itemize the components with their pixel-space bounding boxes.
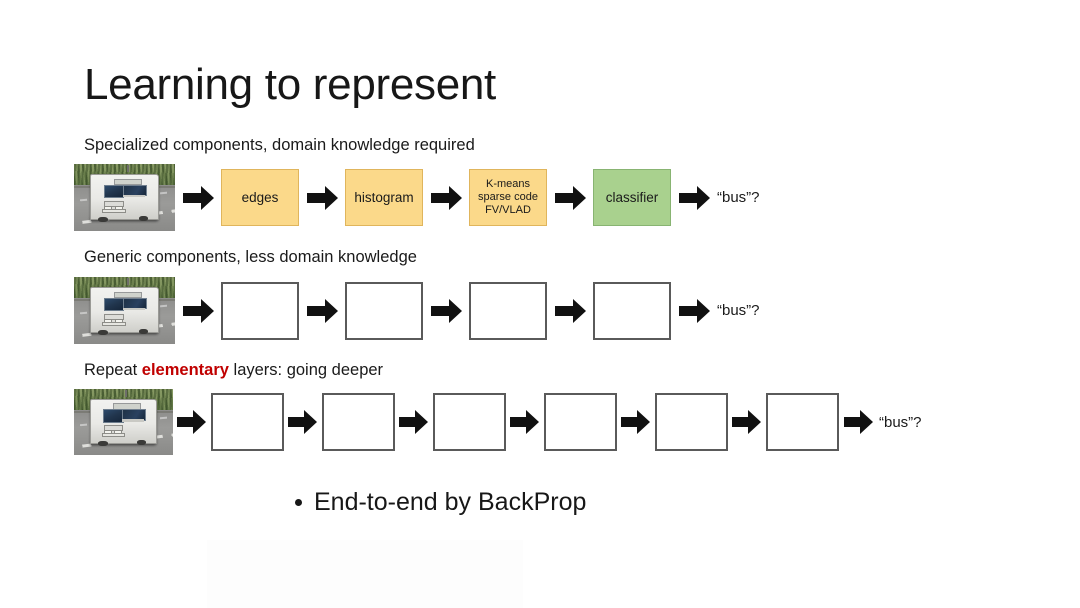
stage-label-line1: K-means [485,178,531,191]
bus-image [74,277,175,344]
arrow-right-icon [183,185,214,210]
bus-image [74,164,175,231]
stage-label: classifier [605,189,659,205]
stage-box-generic-3[interactable] [469,281,547,340]
arrow-right-icon [679,298,710,323]
arrow-right-icon [177,410,206,434]
arrow-right-icon [307,298,338,323]
row-caption-specialized: Specialized components, domain knowledge… [84,136,475,154]
stage-box-edges[interactable]: edges [221,169,299,226]
arrow-right-icon [621,410,650,434]
stage-box-generic-4[interactable] [593,281,671,340]
arrow-right-icon [510,410,539,434]
arrow-right-icon [431,185,462,210]
pipeline-row-deep: “bus”? [74,389,922,455]
stage-box-layer-2[interactable] [322,393,395,451]
output-label-bus: “bus”? [717,302,760,319]
arrow-right-icon [288,410,317,434]
output-label-bus: “bus”? [717,189,760,206]
stage-label-line2: sparse code [478,191,538,204]
bullet-text: End-to-end by BackProp [314,488,587,516]
arrow-right-icon [844,410,873,434]
arrow-right-icon [555,298,586,323]
bullet-dot-icon [295,499,302,506]
arrow-right-icon [183,298,214,323]
arrow-right-icon [679,185,710,210]
caption-before: Repeat [84,361,142,379]
stage-box-layer-3[interactable] [433,393,506,451]
bullet-end-to-end: End-to-end by BackProp [295,488,586,517]
stage-box-generic-2[interactable] [345,281,423,340]
pipeline-row-generic: “bus”? [74,277,760,344]
stage-label: edges [241,189,279,205]
stage-box-layer-1[interactable] [211,393,284,451]
stage-label: histogram [354,189,414,205]
stage-box-kmeans[interactable]: K-means sparse code FV/VLAD [469,169,547,226]
arrow-right-icon [399,410,428,434]
stage-box-histogram[interactable]: histogram [345,169,423,226]
arrow-right-icon [431,298,462,323]
row-caption-repeat: Repeat elementary layers: going deeper [84,361,383,380]
background-artifact [207,540,523,608]
bus-image [74,389,173,455]
stage-box-layer-4[interactable] [544,393,617,451]
arrow-right-icon [732,410,761,434]
row-caption-generic: Generic components, less domain knowledg… [84,248,417,266]
caption-after: layers: going deeper [228,361,384,379]
stage-box-generic-1[interactable] [221,281,299,340]
page-title: Learning to represent [84,60,496,109]
stage-box-layer-6[interactable] [766,393,839,451]
stage-box-layer-5[interactable] [655,393,728,451]
pipeline-row-specialized: edges histogram K-means sparse code FV/V… [74,164,760,231]
stage-label-line3: FV/VLAD [485,203,531,216]
caption-highlight: elementary [141,361,229,379]
output-label-bus: “bus”? [879,413,922,431]
stage-box-classifier[interactable]: classifier [593,169,671,226]
arrow-right-icon [307,185,338,210]
arrow-right-icon [555,185,586,210]
